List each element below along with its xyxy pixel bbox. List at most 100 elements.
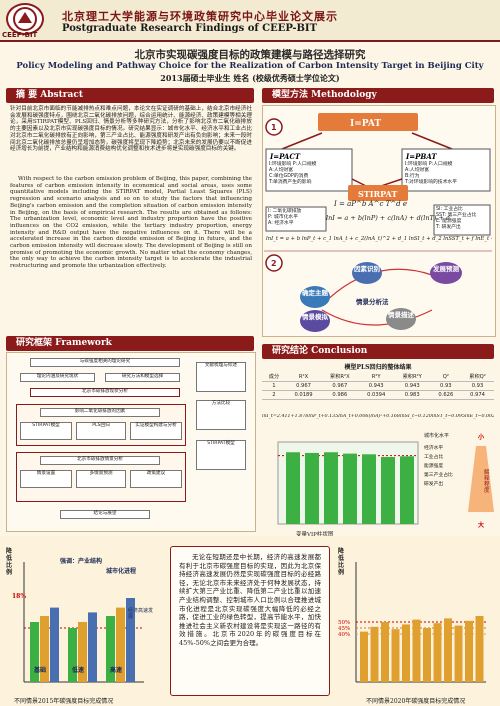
- scenario-bar: [370, 626, 379, 682]
- table-header-row: 成分 R²X 累积R²X R²Y 累积R²Y Q² 累积Q²: [262, 372, 494, 382]
- table-cell: 0.93: [461, 381, 494, 391]
- ipact-box: [265, 148, 353, 192]
- left-side-note: 经济高速发展: [128, 608, 154, 620]
- left-scenario-chart: 基础 低速 高速: [23, 562, 144, 683]
- vip-bar-chart: [277, 441, 419, 525]
- vip-variable-list: 经济水平 工业占比 能源强度 第三产业占比 研发产出: [424, 444, 464, 489]
- institute-cn: 北京理工大学能源与环境政策研究中心毕业论文展示: [62, 10, 338, 23]
- scenario-group-label: 低速: [71, 666, 84, 674]
- left-vars: I: 二氧化碳排放 P: 城市化水平 A: 经济水平: [268, 209, 326, 227]
- left-var: I: 二氧化碳排放: [268, 209, 302, 214]
- scenario-bar: [360, 631, 368, 682]
- table-cell: 0.967: [285, 381, 322, 391]
- equation-3: lnI_t = a + b lnP_t + c_1 lnA_t + c_2(ln…: [266, 236, 492, 242]
- pls-table-title: 模型PLS回归的整体结果: [344, 364, 412, 371]
- framework-side-box: STIRPAT模型: [196, 440, 246, 470]
- arrow-caption: 解释程度: [484, 470, 490, 494]
- scenario-group-label: 基础: [33, 666, 46, 674]
- table-header: R²Y: [358, 372, 394, 382]
- right-caption: 不同情景2020年碳强度目标完成情况: [366, 698, 466, 705]
- ipact-line: A:人均财富: [269, 168, 294, 173]
- ipact-line: T:单消费产生的影响: [269, 180, 312, 185]
- logo-text: CEEP-BIT: [2, 31, 38, 39]
- ipbat-line: A:人均财富: [405, 168, 430, 173]
- framework-box: STIRPAT模型: [20, 422, 72, 440]
- left-target-label: 18%: [12, 593, 27, 600]
- framework-box: 北京市碳排放情景分析: [40, 456, 160, 465]
- scenario-bar: [381, 622, 389, 682]
- right-var: E: 能源强度: [436, 219, 462, 224]
- table-header: R²X: [285, 372, 322, 382]
- scenario-bar: [88, 612, 97, 682]
- framework-heading: 研究框架 Framework: [6, 336, 254, 351]
- step1-circle: [265, 118, 283, 136]
- scenario-bar: [116, 607, 125, 682]
- explanation-arrow: [468, 446, 494, 512]
- table-header: 成分: [262, 372, 286, 382]
- ceep-logo-icon: [6, 3, 44, 35]
- ipbat-lines: I:环境影响 P:人口规模 A:人均财富 B:行为 T:对环境影响的技术水平: [405, 162, 491, 186]
- step2-number: 2: [271, 259, 277, 268]
- framework-box: 北京市碳排放现状分析: [30, 388, 180, 397]
- framework-box: 政策建议: [130, 470, 182, 488]
- scenario-bar: [402, 624, 410, 682]
- framework-box: 与碳强度相关的理论研究: [30, 358, 180, 367]
- target-label: 40%: [338, 632, 350, 638]
- left-annotation-1: 强调：产业结构: [60, 558, 103, 565]
- scenario-group-label: 高速: [110, 666, 122, 674]
- left-var: A: 经济水平: [268, 221, 294, 226]
- table-cell: 0.0189: [285, 390, 322, 400]
- scenario-bar: [40, 616, 49, 682]
- scenario-node-simulate: 情景模拟: [300, 310, 330, 332]
- vip-variable: 能源强度: [424, 464, 444, 469]
- vip-variable: 经济水平: [424, 446, 444, 451]
- table-cell: 0.626: [430, 390, 462, 400]
- scenario-node-describe: 情景描述: [386, 308, 416, 330]
- scenario-bar: [444, 618, 452, 682]
- right-var: T: 研发产出: [436, 225, 461, 230]
- methodology-heading: 模型方法 Methodology: [262, 88, 494, 103]
- regression-equation: lnI_t=2.411+1.878lnP_t+0.135lnA_t+0.006(…: [262, 414, 494, 419]
- table-row: 1 0.967 0.967 0.943 0.943 0.93 0.93: [262, 381, 494, 391]
- ipbat-title: I=PBAT: [405, 152, 437, 161]
- scenario-bar: [50, 607, 59, 682]
- step1-number: 1: [271, 123, 277, 132]
- framework-box: 研究方法和模型选择: [105, 373, 180, 382]
- table-header: 累积R²X: [321, 372, 359, 382]
- left-annotation-2: 城市化进程: [106, 568, 137, 575]
- right-scenario-chart: 50%45%40%: [338, 562, 486, 683]
- table-cell: 1: [262, 381, 286, 391]
- ipact-title: I=PACT: [269, 152, 301, 161]
- ipat-label: I=PAT: [350, 119, 381, 129]
- arrow-small-label: 小: [478, 434, 485, 441]
- scenario-bar: [30, 622, 39, 682]
- ipbat-line: I:环境影响 P:人口规模: [405, 162, 453, 167]
- target-label: 50%: [338, 620, 350, 626]
- scenario-bar: [106, 616, 115, 682]
- framework-box: 多情景预测: [76, 470, 126, 488]
- ipact-lines: I:环境影响 P:人口规模 A:人均财富 C:单位GDP的消费 T:单消费产生的…: [269, 162, 353, 186]
- scenario-bar: [391, 629, 400, 682]
- scenario-arc-bottom: [321, 309, 433, 326]
- target-label: 45%: [338, 626, 350, 632]
- abstract-cn: 针对目前北京市面临的节能减排热点和难点问题，本论文在实证调研的基础上，结合北京市…: [10, 106, 252, 153]
- equation-2: lnI = a + b(lnP) + c(lnA) + d(lnT) + e: [326, 214, 450, 222]
- pls-table: 成分 R²X 累积R²X R²Y 累积R²Y Q² 累积Q² 1 0.967 0…: [262, 372, 494, 400]
- scenario-bar: [433, 623, 442, 682]
- left-var: P: 城市化水平: [268, 215, 299, 220]
- left-ylabel: 降低比例: [6, 548, 13, 576]
- table-cell: 0.967: [321, 381, 359, 391]
- ipat-arrow-right: [411, 132, 453, 150]
- right-var: SST: 第三产业占比: [436, 213, 477, 218]
- vip-variable: 工业占比: [424, 455, 444, 460]
- ipbat-line: B:行为: [405, 174, 420, 179]
- table-header: 累积Q²: [461, 372, 494, 382]
- framework-box: 影响二氧化碳排放的因素: [40, 408, 160, 417]
- framework-box: 理论内涵及研究现状: [20, 373, 95, 382]
- left-caption: 不同情景2015年碳强度目标完成情况: [14, 698, 114, 705]
- right-label-top: 城市化水平: [424, 433, 450, 439]
- table-header: 累积R²Y: [393, 372, 431, 382]
- scenario-bar: [412, 619, 421, 682]
- scenario-method-label: 情景分析法: [356, 298, 389, 306]
- author-line: 2013届硕士毕业生 姓名 (校级优秀硕士学位论文): [160, 73, 340, 83]
